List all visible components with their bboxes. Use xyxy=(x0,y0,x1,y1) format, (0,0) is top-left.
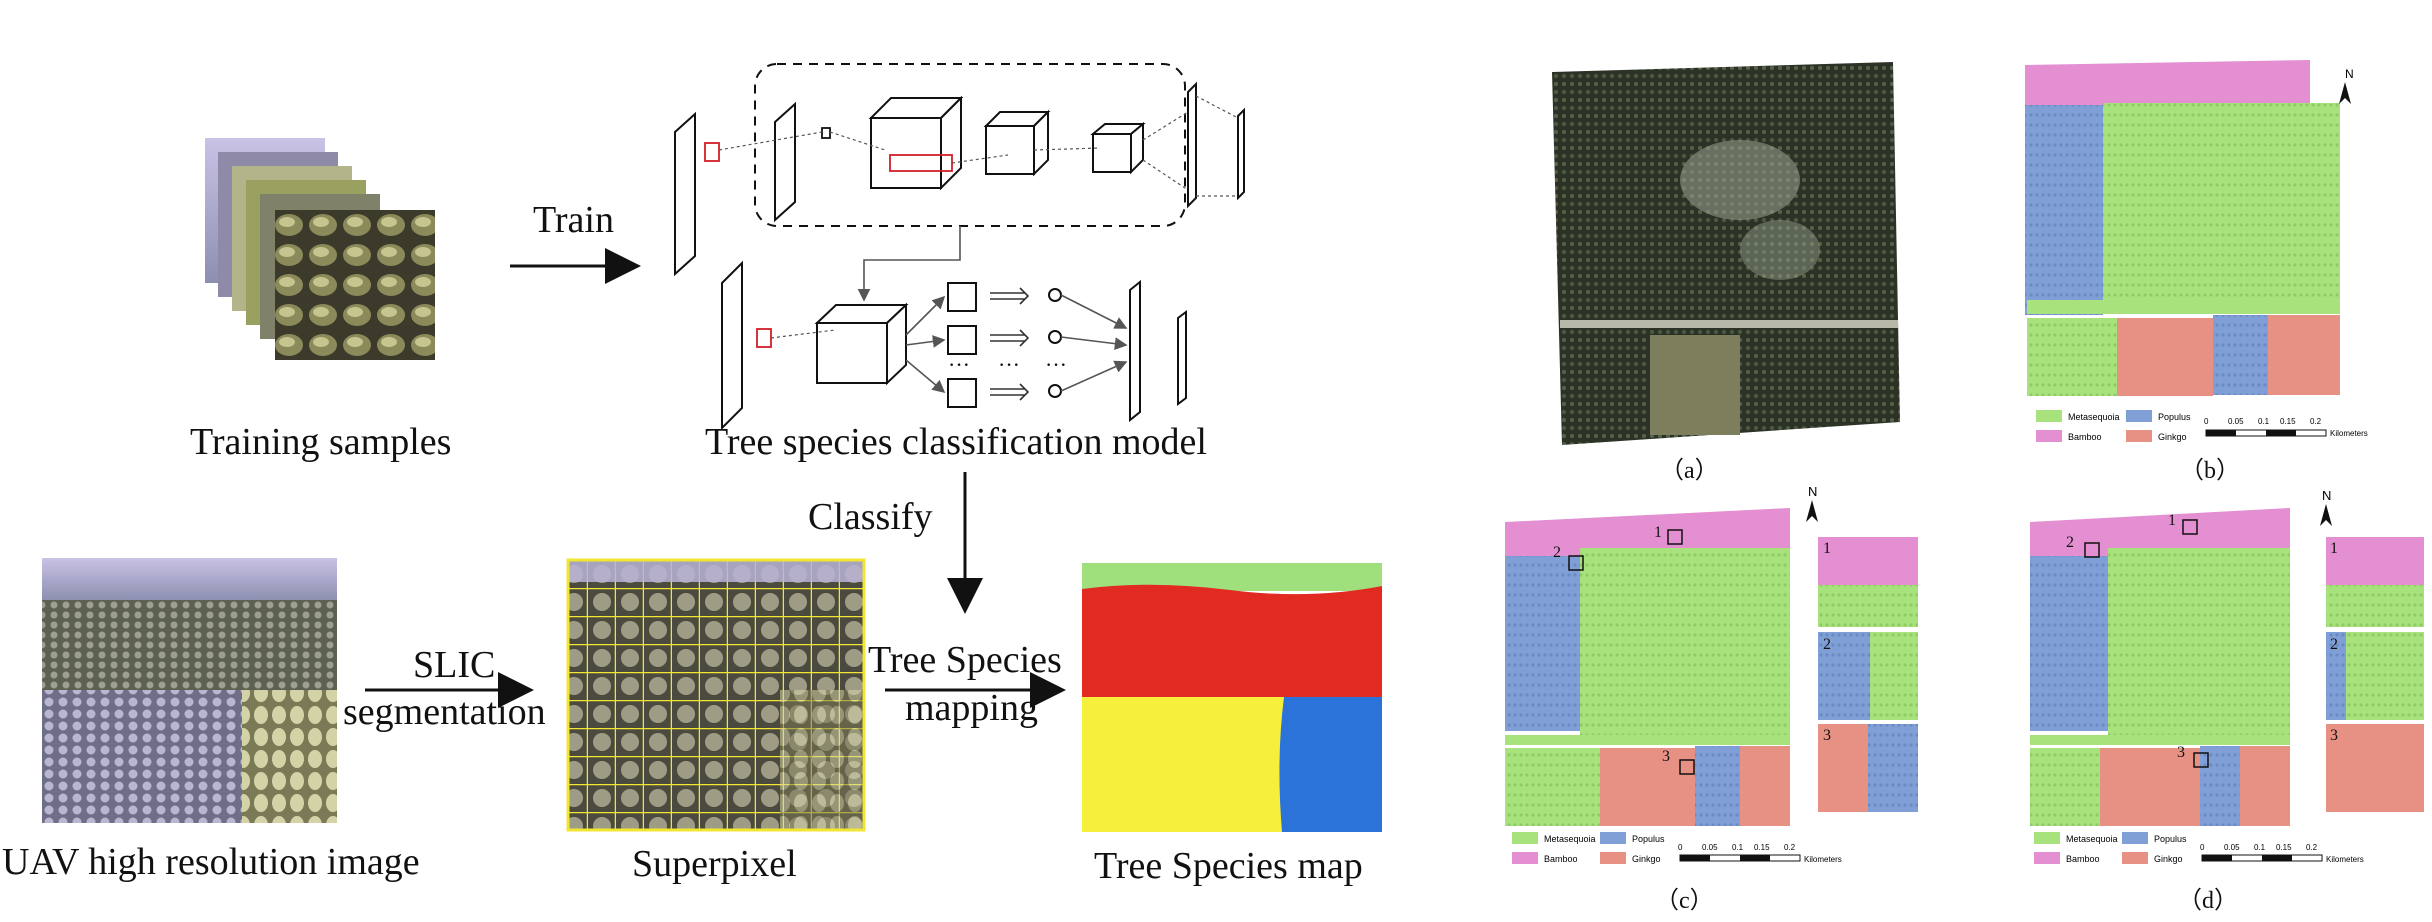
svg-text:0.15: 0.15 xyxy=(2276,843,2292,852)
zoom-number-d-2: 2 xyxy=(2066,534,2074,551)
uav-image xyxy=(42,558,337,823)
mapping-label-1: Tree Species xyxy=(868,639,1062,681)
superpixel-label: Superpixel xyxy=(632,843,797,885)
svg-text:0: 0 xyxy=(1678,843,1683,852)
svg-text:Bamboo: Bamboo xyxy=(2068,432,2102,442)
train-label: Train xyxy=(533,199,614,241)
svg-text:0.15: 0.15 xyxy=(2280,417,2296,426)
svg-text:Metasequoia: Metasequoia xyxy=(2068,412,2120,422)
cnn-double-arrows xyxy=(990,287,1030,401)
panel-a-aerial xyxy=(1552,62,1900,445)
svg-text:Metasequoia: Metasequoia xyxy=(2066,834,2118,844)
training-samples-stack xyxy=(205,138,435,360)
cnn-model-diagram xyxy=(674,63,1245,431)
svg-text:Bamboo: Bamboo xyxy=(1544,854,1578,864)
svg-text:Bamboo: Bamboo xyxy=(2066,854,2100,864)
zoom-label-c-2: 2 xyxy=(1823,636,1831,653)
superpixel-image xyxy=(566,558,866,832)
svg-text:0.2: 0.2 xyxy=(2310,417,2322,426)
workflow-graphics xyxy=(42,63,1382,832)
slic-label-2: segmentation xyxy=(343,691,546,733)
zoom-number-c-3: 3 xyxy=(1662,748,1670,765)
svg-text:N: N xyxy=(1808,484,1817,499)
svg-text:Kilometers: Kilometers xyxy=(2330,429,2368,438)
svg-text:Ginkgo: Ginkgo xyxy=(2154,854,2183,864)
cnn-connections xyxy=(718,95,1239,339)
svg-text:Kilometers: Kilometers xyxy=(2326,855,2364,864)
caption-c: （c） xyxy=(1655,888,1714,914)
caption-d: （d） xyxy=(2178,888,2238,914)
north-b: N xyxy=(2345,67,2354,81)
zoom-label-c-1: 1 xyxy=(1823,540,1831,557)
svg-text:Ginkgo: Ginkgo xyxy=(2158,432,2187,442)
panel-d-map: N Metasequoia Populus Bamboo Ginkgo 0 0.0… xyxy=(2030,488,2424,864)
svg-text:0.05: 0.05 xyxy=(2228,417,2244,426)
svg-text:0.1: 0.1 xyxy=(1732,843,1744,852)
panel-b-map: N Metasequoia Populus Bamboo Ginkgo 0 0.0… xyxy=(2025,60,2368,442)
zoom-number-d-3: 3 xyxy=(2177,744,2185,761)
svg-text:0.1: 0.1 xyxy=(2258,417,2270,426)
tree-species-map xyxy=(1082,563,1382,832)
zoom-number-c-2: 2 xyxy=(1553,544,1561,561)
zoom-number-d-1: 1 xyxy=(2168,512,2176,529)
zoom-label-d-1: 1 xyxy=(2330,540,2338,557)
svg-text:Ginkgo: Ginkgo xyxy=(1632,854,1661,864)
svg-text:0: 0 xyxy=(2204,417,2209,426)
caption-a: （a） xyxy=(1660,458,1719,484)
model-ellipsis-1: ··· xyxy=(948,352,970,377)
svg-text:0.1: 0.1 xyxy=(2254,843,2266,852)
panel-c-map: N Metasequoia Populus Bamboo Ginkgo 0 0.0… xyxy=(1505,484,1918,864)
svg-text:0.2: 0.2 xyxy=(2306,843,2318,852)
svg-text:0: 0 xyxy=(2200,843,2205,852)
slic-label-1: SLIC xyxy=(413,644,496,686)
svg-text:Populus: Populus xyxy=(2154,834,2187,844)
caption-b: （b） xyxy=(2180,458,2240,484)
zoom-label-d-3: 3 xyxy=(2330,727,2338,744)
classify-label: Classify xyxy=(808,496,933,538)
svg-text:0.05: 0.05 xyxy=(2224,843,2240,852)
svg-text:Populus: Populus xyxy=(2158,412,2191,422)
svg-text:0.05: 0.05 xyxy=(1702,843,1718,852)
zoom-label-c-3: 3 xyxy=(1823,727,1831,744)
svg-text:Populus: Populus xyxy=(1632,834,1665,844)
model-label: Tree species classification model xyxy=(705,421,1207,463)
svg-text:0.2: 0.2 xyxy=(1784,843,1796,852)
map-panels-graphics: N Metasequoia Populus Bamboo Ginkgo 0 0.0… xyxy=(1505,60,2424,864)
training-samples-label: Training samples xyxy=(190,421,452,463)
zoom-label-d-2: 2 xyxy=(2330,636,2338,653)
svg-text:0.15: 0.15 xyxy=(1754,843,1770,852)
cnn-flow xyxy=(857,226,1128,394)
mapping-label-2: mapping xyxy=(905,687,1038,729)
species-map-label: Tree Species map xyxy=(1094,845,1363,887)
model-ellipsis-3: ··· xyxy=(1045,352,1067,377)
svg-text:Kilometers: Kilometers xyxy=(1804,855,1842,864)
svg-text:N: N xyxy=(2322,488,2331,503)
model-ellipsis-2: ··· xyxy=(998,352,1020,377)
zoom-number-c-1: 1 xyxy=(1654,524,1662,541)
uav-image-label: UAV high resolution image xyxy=(2,841,420,883)
svg-text:Metasequoia: Metasequoia xyxy=(1544,834,1596,844)
